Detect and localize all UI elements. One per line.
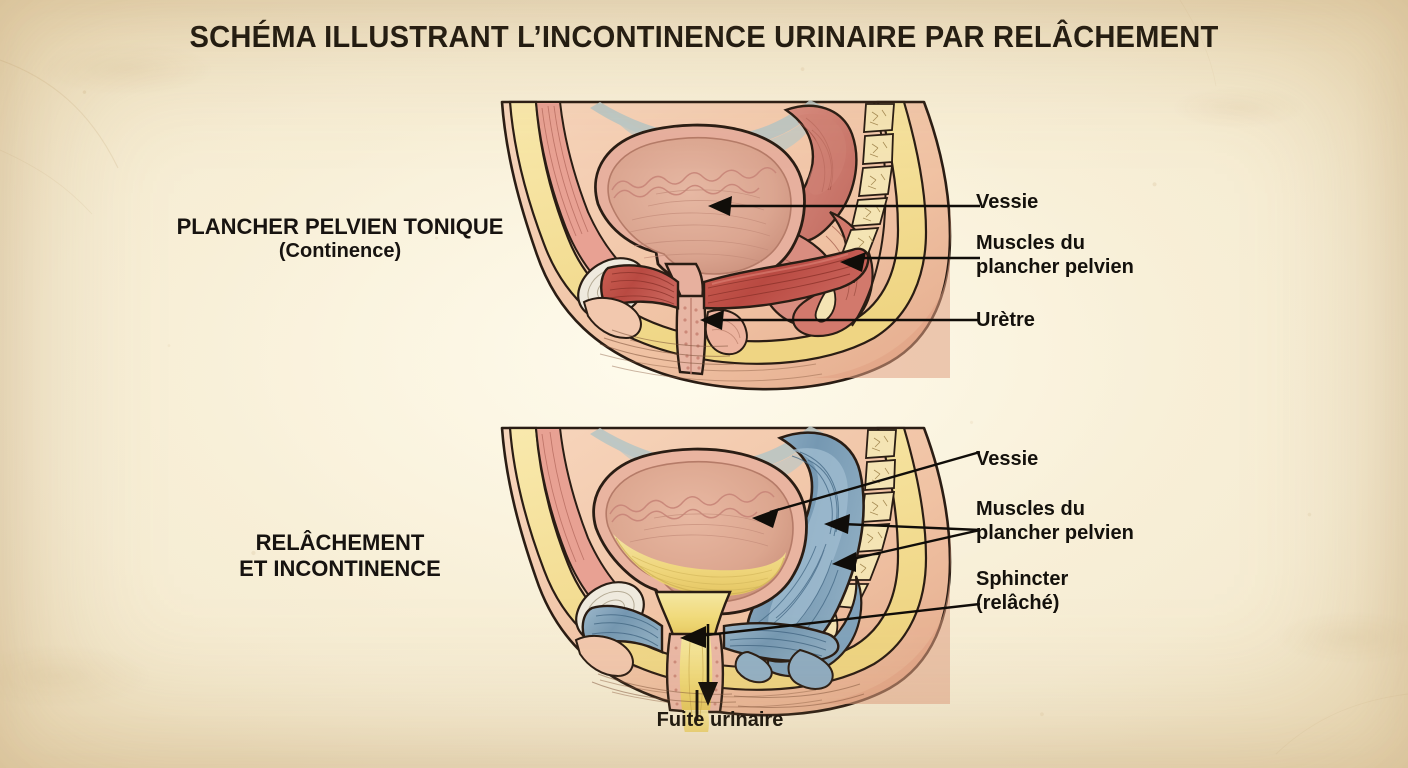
leader-arrowheads-top [700,196,866,330]
leak-arrow-overlay [698,624,718,706]
panel-tonic-pelvic-floor [480,86,980,396]
vestibule-loop [582,296,642,340]
bladder [592,447,808,640]
annotation-top-urethra: Urètre [976,309,1035,331]
panel-bottom-heading-block: RELÂCHEMENT ET INCONTINENCE [120,530,560,581]
panel-bottom-heading-line2: ET INCONTINENCE [239,555,441,581]
perineum-shading [591,673,865,708]
annotation-bottom-bladder: Vessie [976,448,1039,470]
panel-top-heading-block: PLANCHER PELVIEN TONIQUE (Continence) [90,214,590,263]
leader-arrowheads-bottom [680,508,856,648]
panel-top-subheading: (Continence) [278,239,402,262]
anatomy-illustration-tonic [500,100,980,391]
page-title: SCHÉMA ILLUSTRANT L’INCONTINENCE URINAIR… [189,19,1219,54]
caption-urine-leak: Fuite urinaire [656,709,784,731]
vestibule-loop [574,634,634,678]
pelvic-floor-muscle-tonic [600,247,870,310]
perineum-shading [599,329,735,365]
sacrum-vertebrae [814,101,895,327]
annotation-top-bladder: Vessie [976,191,1039,213]
leader-lines-top [717,204,980,322]
annotation-bottom-sphincter: Sphincter (relâché) [976,568,1069,614]
bladder [594,123,806,302]
annotation-bottom-pelvic-floor: Muscles du plancher pelvien [976,498,1134,544]
leader-lines-bottom [697,450,980,638]
annotation-top-pelvic-floor: Muscles du plancher pelvien [976,232,1134,278]
pelvic-floor-muscle-relaxed [581,604,840,690]
panel-bottom-heading-line1: RELÂCHEMENT [255,530,425,555]
panel-top-heading: PLANCHER PELVIEN TONIQUE [176,214,504,239]
